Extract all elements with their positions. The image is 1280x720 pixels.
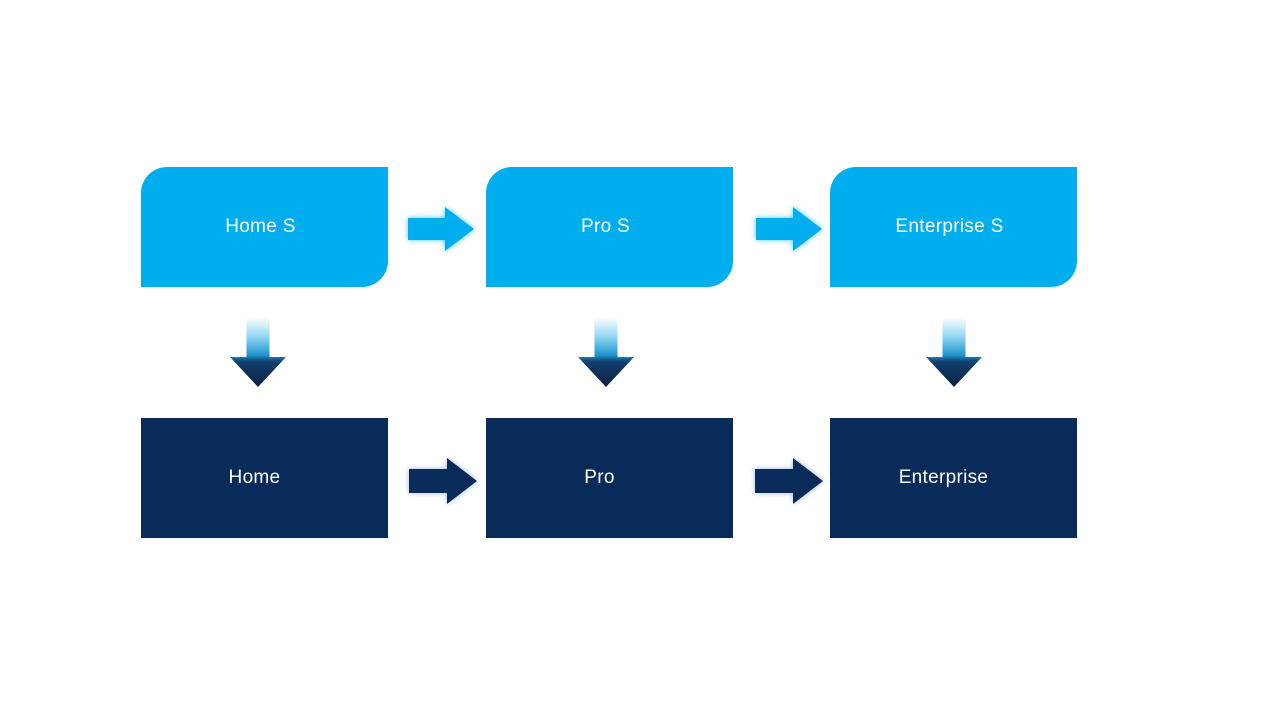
- node-enterprise-s: Enterprise S: [830, 167, 1077, 287]
- node-pro: Pro: [486, 418, 733, 538]
- down-arrow-icon: [578, 318, 634, 387]
- node-enterprise-label: Enterprise: [898, 467, 989, 488]
- node-home-s-label: Home S: [225, 216, 296, 237]
- node-pro-label: Pro: [584, 467, 615, 488]
- node-home: Home: [141, 418, 388, 538]
- node-pro-s-label: Pro S: [580, 216, 631, 237]
- node-home-label: Home: [228, 467, 281, 488]
- right-arrow-icon: [409, 455, 477, 507]
- node-pro-s: Pro S: [486, 167, 733, 287]
- node-home-s: Home S: [141, 167, 388, 287]
- node-enterprise: Enterprise: [830, 418, 1077, 538]
- right-arrow-icon: [755, 455, 823, 507]
- node-enterprise-s-label: Enterprise S: [895, 216, 1004, 237]
- right-arrow-icon: [756, 204, 822, 254]
- right-arrow-icon: [408, 204, 474, 254]
- down-arrow-icon: [230, 318, 286, 387]
- down-arrow-icon: [926, 318, 982, 387]
